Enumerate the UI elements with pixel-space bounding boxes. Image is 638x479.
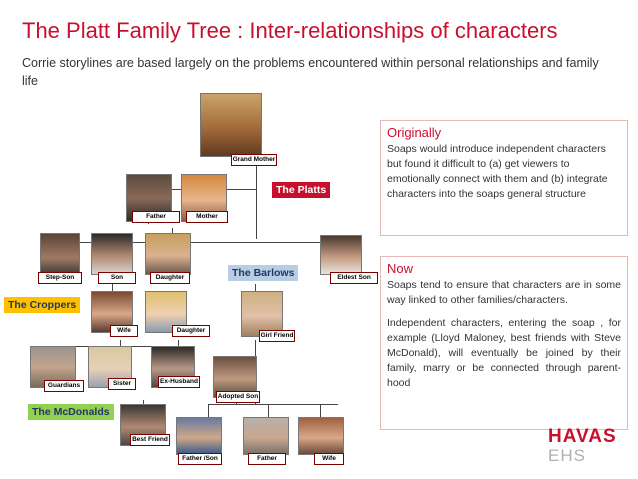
photo-father2	[243, 417, 289, 455]
originally-text: Soaps would introduce independent charac…	[387, 143, 608, 200]
page-title: The Platt Family Tree : Inter-relationsh…	[22, 18, 558, 43]
havas-logo: HAVAS EHS	[548, 427, 617, 465]
group-label-platts: The Platts	[272, 182, 331, 198]
connector-line	[268, 404, 269, 420]
label-son: Son	[98, 272, 136, 284]
photo-eldest-son	[320, 235, 362, 275]
photo-wife2	[298, 417, 344, 455]
label-wife2: Wife	[314, 453, 344, 465]
logo-brand: HAVAS	[548, 426, 617, 447]
label-father-son: Father /Son	[178, 453, 222, 465]
connector-line	[256, 189, 257, 239]
connector-line	[120, 340, 121, 350]
photo-daughter	[145, 233, 191, 275]
label-father: Father	[132, 211, 180, 223]
connector-line	[112, 284, 113, 294]
label-eldest-son: Eldest Son	[330, 272, 378, 284]
originally-box: Originally Soaps would introduce indepen…	[380, 120, 628, 236]
connector-line	[178, 340, 179, 350]
now-text-2: Independent characters, entering the soa…	[387, 317, 621, 389]
group-label-barlows: The Barlows	[228, 265, 299, 281]
photo-son	[91, 233, 133, 275]
label-step-son: Step-Son	[38, 272, 82, 284]
group-label-croppers: The Croppers	[4, 297, 81, 313]
now-heading: Now	[387, 261, 414, 276]
label-sister: Sister	[108, 378, 136, 390]
label-adopted-son: Adopted Son	[216, 391, 260, 403]
logo-sub: EHS	[548, 446, 586, 465]
label-father2: Father	[248, 453, 286, 465]
now-text-1: Soaps tend to ensure that characters are…	[387, 279, 621, 306]
photo-father-son	[176, 417, 222, 455]
originally-heading: Originally	[387, 125, 442, 140]
connector-line	[320, 404, 321, 420]
photo-step-son	[40, 233, 80, 275]
connector-line	[255, 284, 256, 296]
group-label-mcdonalds: The McDonalds	[28, 404, 114, 420]
connector-line	[62, 242, 342, 243]
label-wife: Wife	[110, 325, 138, 337]
connector-line	[208, 404, 209, 420]
connector-line	[208, 404, 338, 405]
label-ex-husband: Ex-Husband	[158, 376, 200, 388]
photo-grand-mother	[200, 93, 262, 157]
label-daughter: Daughter	[150, 272, 190, 284]
page-subtitle: Corrie storylines are based largely on t…	[22, 56, 599, 88]
label-guardians: Guardians	[44, 380, 84, 392]
label-daughter2: Daughter	[172, 325, 210, 337]
label-girl-friend: Girl Friend	[259, 330, 295, 342]
now-box: Now Soaps tend to ensure that characters…	[380, 256, 628, 430]
connector-line	[256, 164, 257, 189]
label-grand-mother: Grand Mother	[231, 154, 277, 166]
label-mother: Mother	[186, 211, 228, 223]
label-best-friend: Best Friend	[130, 434, 170, 446]
